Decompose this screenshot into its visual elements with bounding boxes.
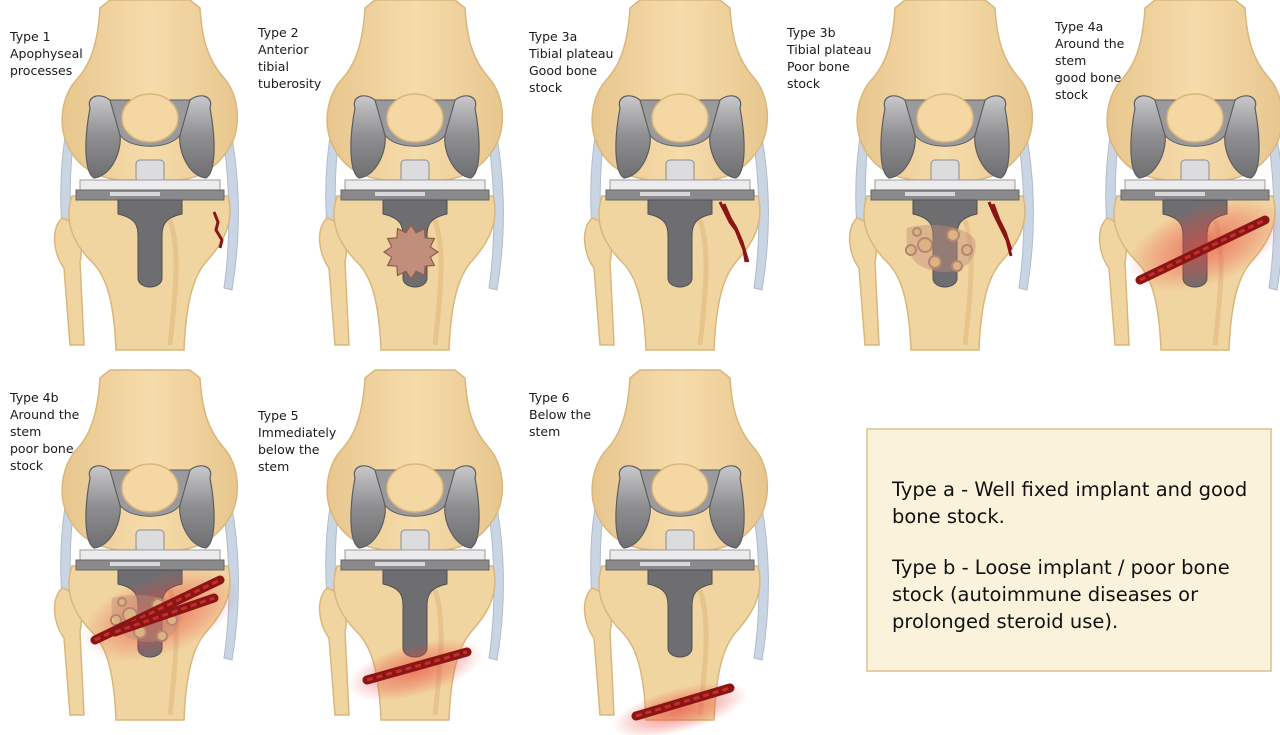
label-type-2-line-2: tibial [258, 58, 321, 75]
label-type-4b-line-4: stock [10, 457, 79, 474]
type-3b-tibial-post [931, 160, 959, 182]
type-3b-polyethylene-insert [875, 180, 1015, 190]
legend-type-b-line-1: Type b - Loose implant / poor bone [892, 554, 1262, 581]
type-1-tray-highlight [110, 192, 160, 196]
label-type-3a-line-3: stock [529, 79, 613, 96]
type-1-patella [122, 94, 178, 142]
type-3a-tray-highlight [640, 192, 690, 196]
label-type-3b-line-3: stock [787, 75, 871, 92]
label-type-4b-line-1: Around the [10, 406, 79, 423]
label-type-4b-line-2: stem [10, 423, 79, 440]
legend-type-a-line-2: bone stock. [892, 503, 1262, 530]
type-4a-tibial-post [1181, 160, 1209, 182]
label-type-4b-line-0: Type 4b [10, 389, 79, 406]
label-type-6-line-0: Type 6 [529, 389, 591, 406]
type-6-patella [652, 464, 708, 512]
type-3b-tray-highlight [905, 192, 955, 196]
type-2-tibial-post [401, 160, 429, 182]
label-type-4a-line-2: stem [1055, 52, 1124, 69]
type-4b-polyethylene-insert [80, 550, 220, 560]
label-type-1-line-0: Type 1 [10, 28, 83, 45]
knee-panel-type-6 [585, 370, 769, 735]
label-type-2-line-1: Anterior [258, 41, 321, 58]
label-type-4a-line-0: Type 4a [1055, 18, 1124, 35]
label-type-4a: Type 4aAround thestemgood bonestock [1055, 18, 1124, 103]
type-1-polyethylene-insert [80, 180, 220, 190]
type-2-tray-highlight [375, 192, 425, 196]
type-5-patella [387, 464, 443, 512]
type-6-tray-highlight [640, 562, 690, 566]
label-type-2-line-0: Type 2 [258, 24, 321, 41]
label-type-6-line-2: stem [529, 423, 591, 440]
type-4a-polyethylene-insert [1125, 180, 1265, 190]
type-5-tray-highlight [375, 562, 425, 566]
knee-panel-type-3b [850, 0, 1034, 350]
label-type-1: Type 1Apophysealprocesses [10, 28, 83, 79]
label-type-5-line-1: Immediately [258, 424, 336, 441]
legend-type-b-line-3: prolonged steroid use). [892, 608, 1262, 635]
legend-type-a-line-1: Type a - Well fixed implant and good [892, 476, 1262, 503]
type-6-tibial-post [666, 530, 694, 552]
label-type-3b-line-0: Type 3b [787, 24, 871, 41]
label-type-4b: Type 4bAround thestempoor bonestock [10, 389, 79, 474]
knee-panel-type-4a [1100, 0, 1280, 350]
label-type-3b-line-1: Tibial plateau [787, 41, 871, 58]
label-type-4b-line-3: poor bone [10, 440, 79, 457]
label-type-4a-line-4: stock [1055, 86, 1124, 103]
label-type-1-line-2: processes [10, 62, 83, 79]
label-type-3a-line-2: Good bone [529, 62, 613, 79]
type-4b-patella [122, 464, 178, 512]
label-type-3b-line-2: Poor bone [787, 58, 871, 75]
type-5-tibial-post [401, 530, 429, 552]
legend-box: Type a - Well fixed implant and good bon… [866, 428, 1272, 672]
type-4a-tray-highlight [1155, 192, 1205, 196]
type-3a-tibial-post [666, 160, 694, 182]
legend-type-b-line-2: stock (autoimmune diseases or [892, 581, 1262, 608]
type-4b-tibial-post [136, 530, 164, 552]
label-type-5-line-3: stem [258, 458, 336, 475]
type-2-patella [387, 94, 443, 142]
label-type-4a-line-1: Around the [1055, 35, 1124, 52]
label-type-1-line-1: Apophyseal [10, 45, 83, 62]
label-type-4a-line-3: good bone [1055, 69, 1124, 86]
label-type-3a-line-0: Type 3a [529, 28, 613, 45]
type-4a-patella [1167, 94, 1223, 142]
type-6-polyethylene-insert [610, 550, 750, 560]
label-type-6-line-1: Below the [529, 406, 591, 423]
type-5-polyethylene-insert [345, 550, 485, 560]
type-3b-patella [917, 94, 973, 142]
knee-panel-type-2 [320, 0, 504, 350]
label-type-2-line-3: tuberosity [258, 75, 321, 92]
knee-panel-type-5 [320, 370, 504, 720]
type-3a-polyethylene-insert [610, 180, 750, 190]
label-type-5-line-2: below the [258, 441, 336, 458]
type-1-tibial-post [136, 160, 164, 182]
type-3a-patella [652, 94, 708, 142]
label-type-3a-line-1: Tibial plateau [529, 45, 613, 62]
type-4b-tray-highlight [110, 562, 160, 566]
label-type-5-line-0: Type 5 [258, 407, 336, 424]
knee-panel-type-4b [55, 370, 251, 720]
type-2-polyethylene-insert [345, 180, 485, 190]
